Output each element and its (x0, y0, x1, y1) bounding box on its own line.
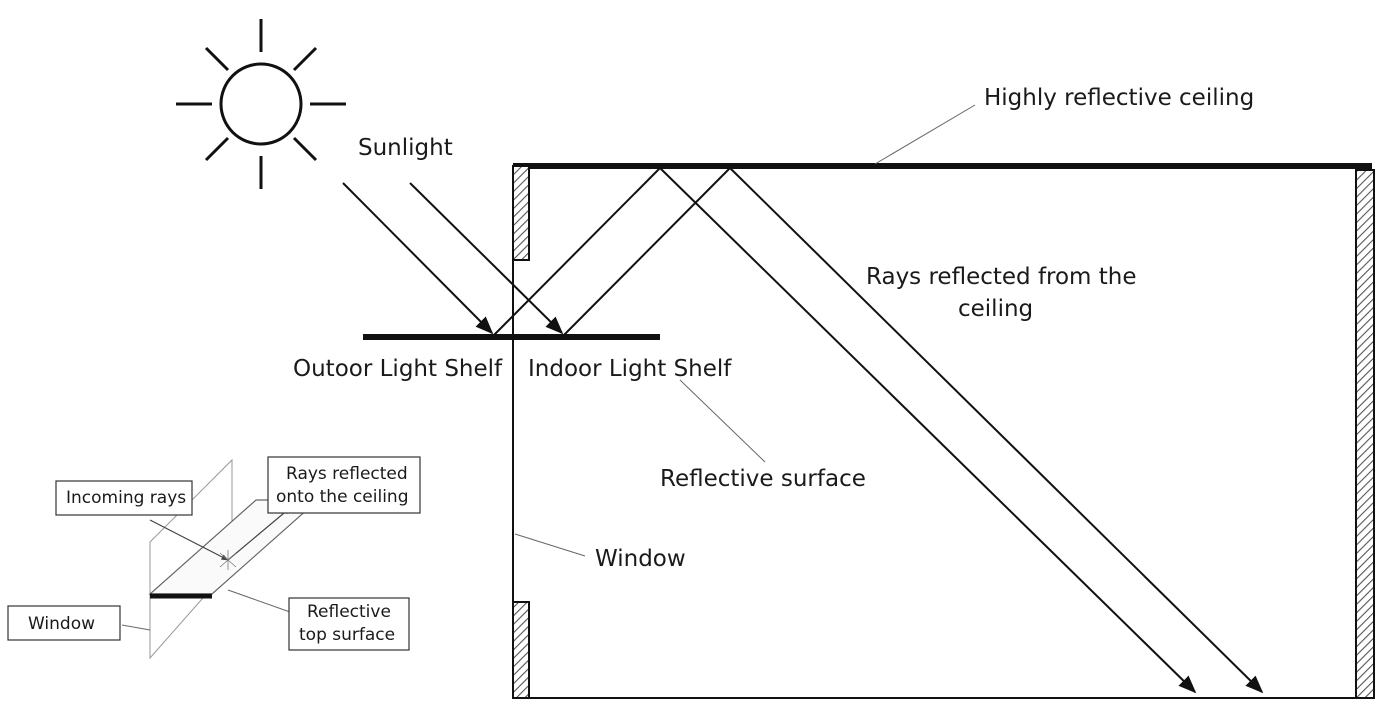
ceiling-ray (659, 167, 1197, 694)
svg-text:Reflective: Reflective (307, 602, 391, 622)
upper-wall-section (512, 165, 530, 261)
inset-rays-onto-ceiling-box: Rays reflected onto the ceiling (267, 456, 421, 514)
indoor-shelf-label: Indoor Light Shelf (528, 356, 732, 382)
svg-text:top surface: top surface (299, 625, 395, 645)
rays-from-ceiling-label-line1: Rays reflected from the (866, 264, 1137, 290)
ceiling-ray (729, 167, 1264, 694)
incoming-ray (409, 182, 564, 335)
window-label: Window (595, 546, 686, 572)
sun-icon (176, 19, 346, 189)
reflected-ray (561, 167, 731, 338)
reflective-surface-label: Reflective surface (660, 466, 866, 492)
incoming-ray (342, 182, 494, 335)
inset-window-box: Window (7, 605, 121, 641)
inset-reflective-top-box: Reflective top surface (288, 597, 410, 651)
right-wall (1355, 169, 1375, 699)
ceiling-reflected-rays (659, 167, 1264, 694)
leader-lines (514, 104, 976, 557)
room (512, 163, 1375, 699)
svg-text:Incoming rays: Incoming rays (66, 488, 186, 508)
inset-incoming-ray (149, 519, 229, 561)
inset-reflected-ray (227, 507, 291, 561)
incoming-rays (342, 182, 564, 335)
outdoor-shelf-label: Outoor Light Shelf (293, 356, 503, 382)
svg-text:Rays reflected: Rays reflected (286, 464, 408, 484)
svg-text:onto the ceiling: onto the ceiling (276, 487, 409, 507)
sunlight-label: Sunlight (358, 135, 453, 161)
ceiling-label: Highly reflective ceiling (984, 85, 1254, 111)
reflected-ray (491, 167, 661, 338)
inset-incoming-rays-box: Incoming rays (55, 480, 193, 516)
svg-text:Window: Window (28, 614, 95, 634)
lower-wall-section (512, 601, 530, 699)
shelf-reflected-rays (491, 167, 731, 338)
rays-from-ceiling-label-line2: ceiling (958, 296, 1033, 322)
